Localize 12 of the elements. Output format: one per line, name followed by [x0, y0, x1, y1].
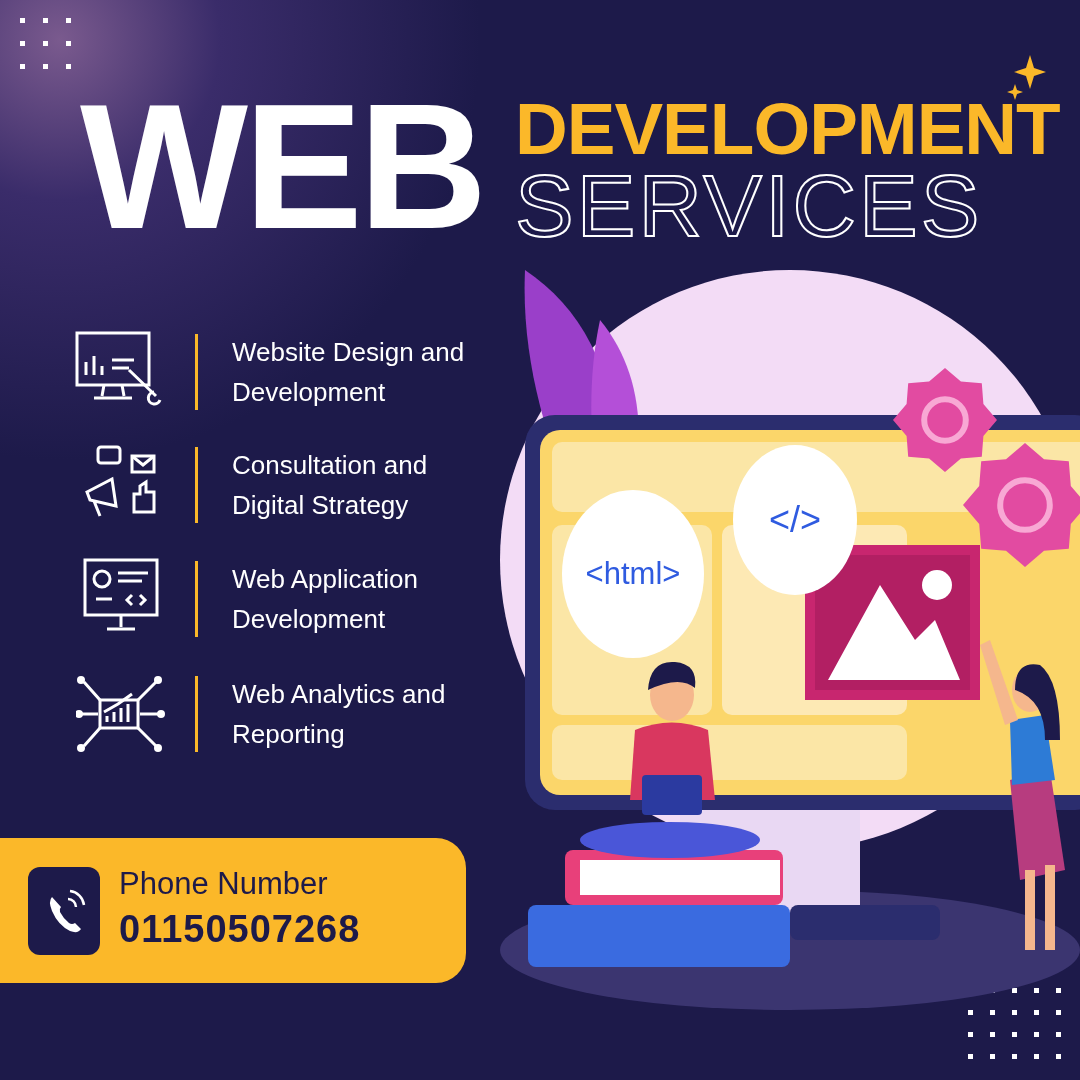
contact-panel [0, 838, 466, 983]
phone-number: 01150507268 [119, 908, 361, 951]
headline-text: DEVELOPMENT [515, 92, 1060, 165]
phone-label: Phone Number [119, 866, 328, 902]
headline-outline-text: SERVICES [515, 162, 983, 250]
service-text: Website Design and Development [232, 336, 466, 409]
service-text: Web Analytics and Reporting [232, 678, 447, 751]
code-text: </> [768, 499, 822, 541]
code-text: <html> [585, 556, 681, 592]
service-text: Web Application Development [232, 563, 419, 636]
service-text: Consultation and Digital Strategy [232, 449, 429, 522]
headline-text: WEB [80, 78, 484, 256]
